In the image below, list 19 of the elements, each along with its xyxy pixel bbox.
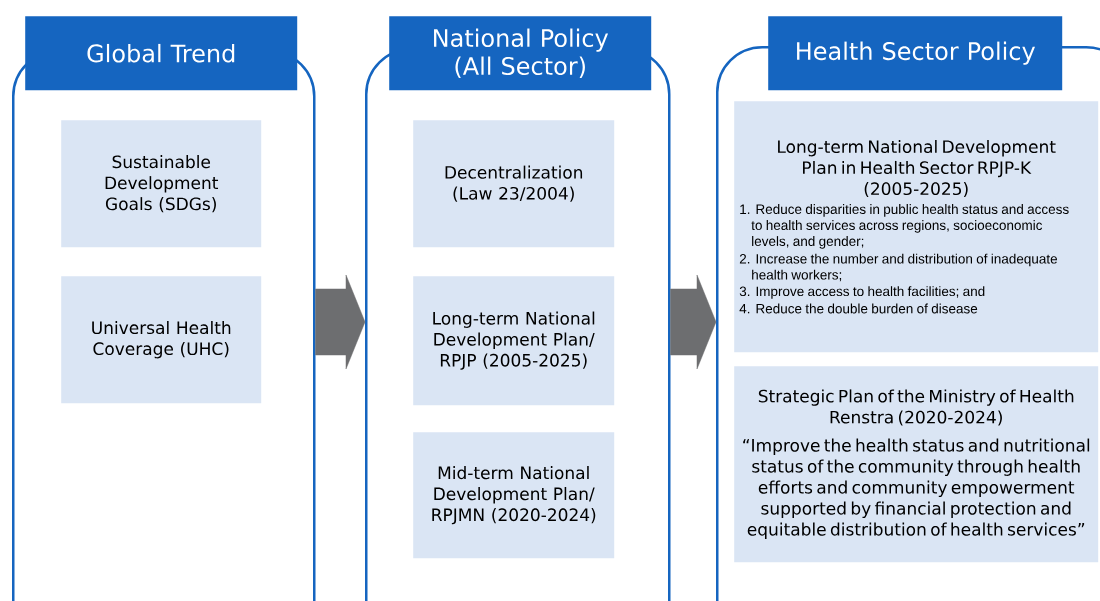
list-item: 4. Reduce the double burden of disease bbox=[739, 303, 978, 314]
box-heading: Strategic Plan of the Ministry of Health Renstra (2020-2024) bbox=[758, 389, 1074, 426]
text-box: Sustainable Development Goals (SDGs) bbox=[61, 120, 262, 248]
list-item: 1. Reduce disparities in public health status and access to health services across regions, socioeconomic levels, and gender; bbox=[740, 204, 1069, 249]
text-box bbox=[734, 366, 1099, 563]
block-arrow bbox=[315, 274, 366, 370]
text-box bbox=[734, 101, 1099, 353]
text-box: Mid-term National Development Plan/ RPJMN (2020-2024) bbox=[413, 432, 615, 559]
block-arrow bbox=[670, 274, 717, 370]
quote-text: “Improve the health status and nutritional status of the community through health efforts and community empowerment supported by financial protection and equitable distribution of health services” bbox=[743, 438, 1090, 539]
panel-header: National Policy (All Sector) bbox=[389, 16, 652, 91]
box-heading: Long-term National Development Plan in Health Sector RPJP-K (2005-2025) bbox=[778, 139, 1056, 198]
panel-header: Health Sector Policy bbox=[768, 16, 1063, 91]
text-box: Long-term National Development Plan/ RPJP (2005-2025) bbox=[413, 276, 615, 406]
panel-header: Global Trend bbox=[25, 16, 298, 91]
text-box: Universal Health Coverage (UHC) bbox=[61, 276, 262, 404]
text-box: Decentralization (Law 23/2004) bbox=[413, 120, 615, 248]
list-item: 2. Increase the number and distribution of inadequate health workers; bbox=[739, 253, 1057, 282]
list-item: 3. Improve access to health facilities; and bbox=[739, 286, 985, 299]
